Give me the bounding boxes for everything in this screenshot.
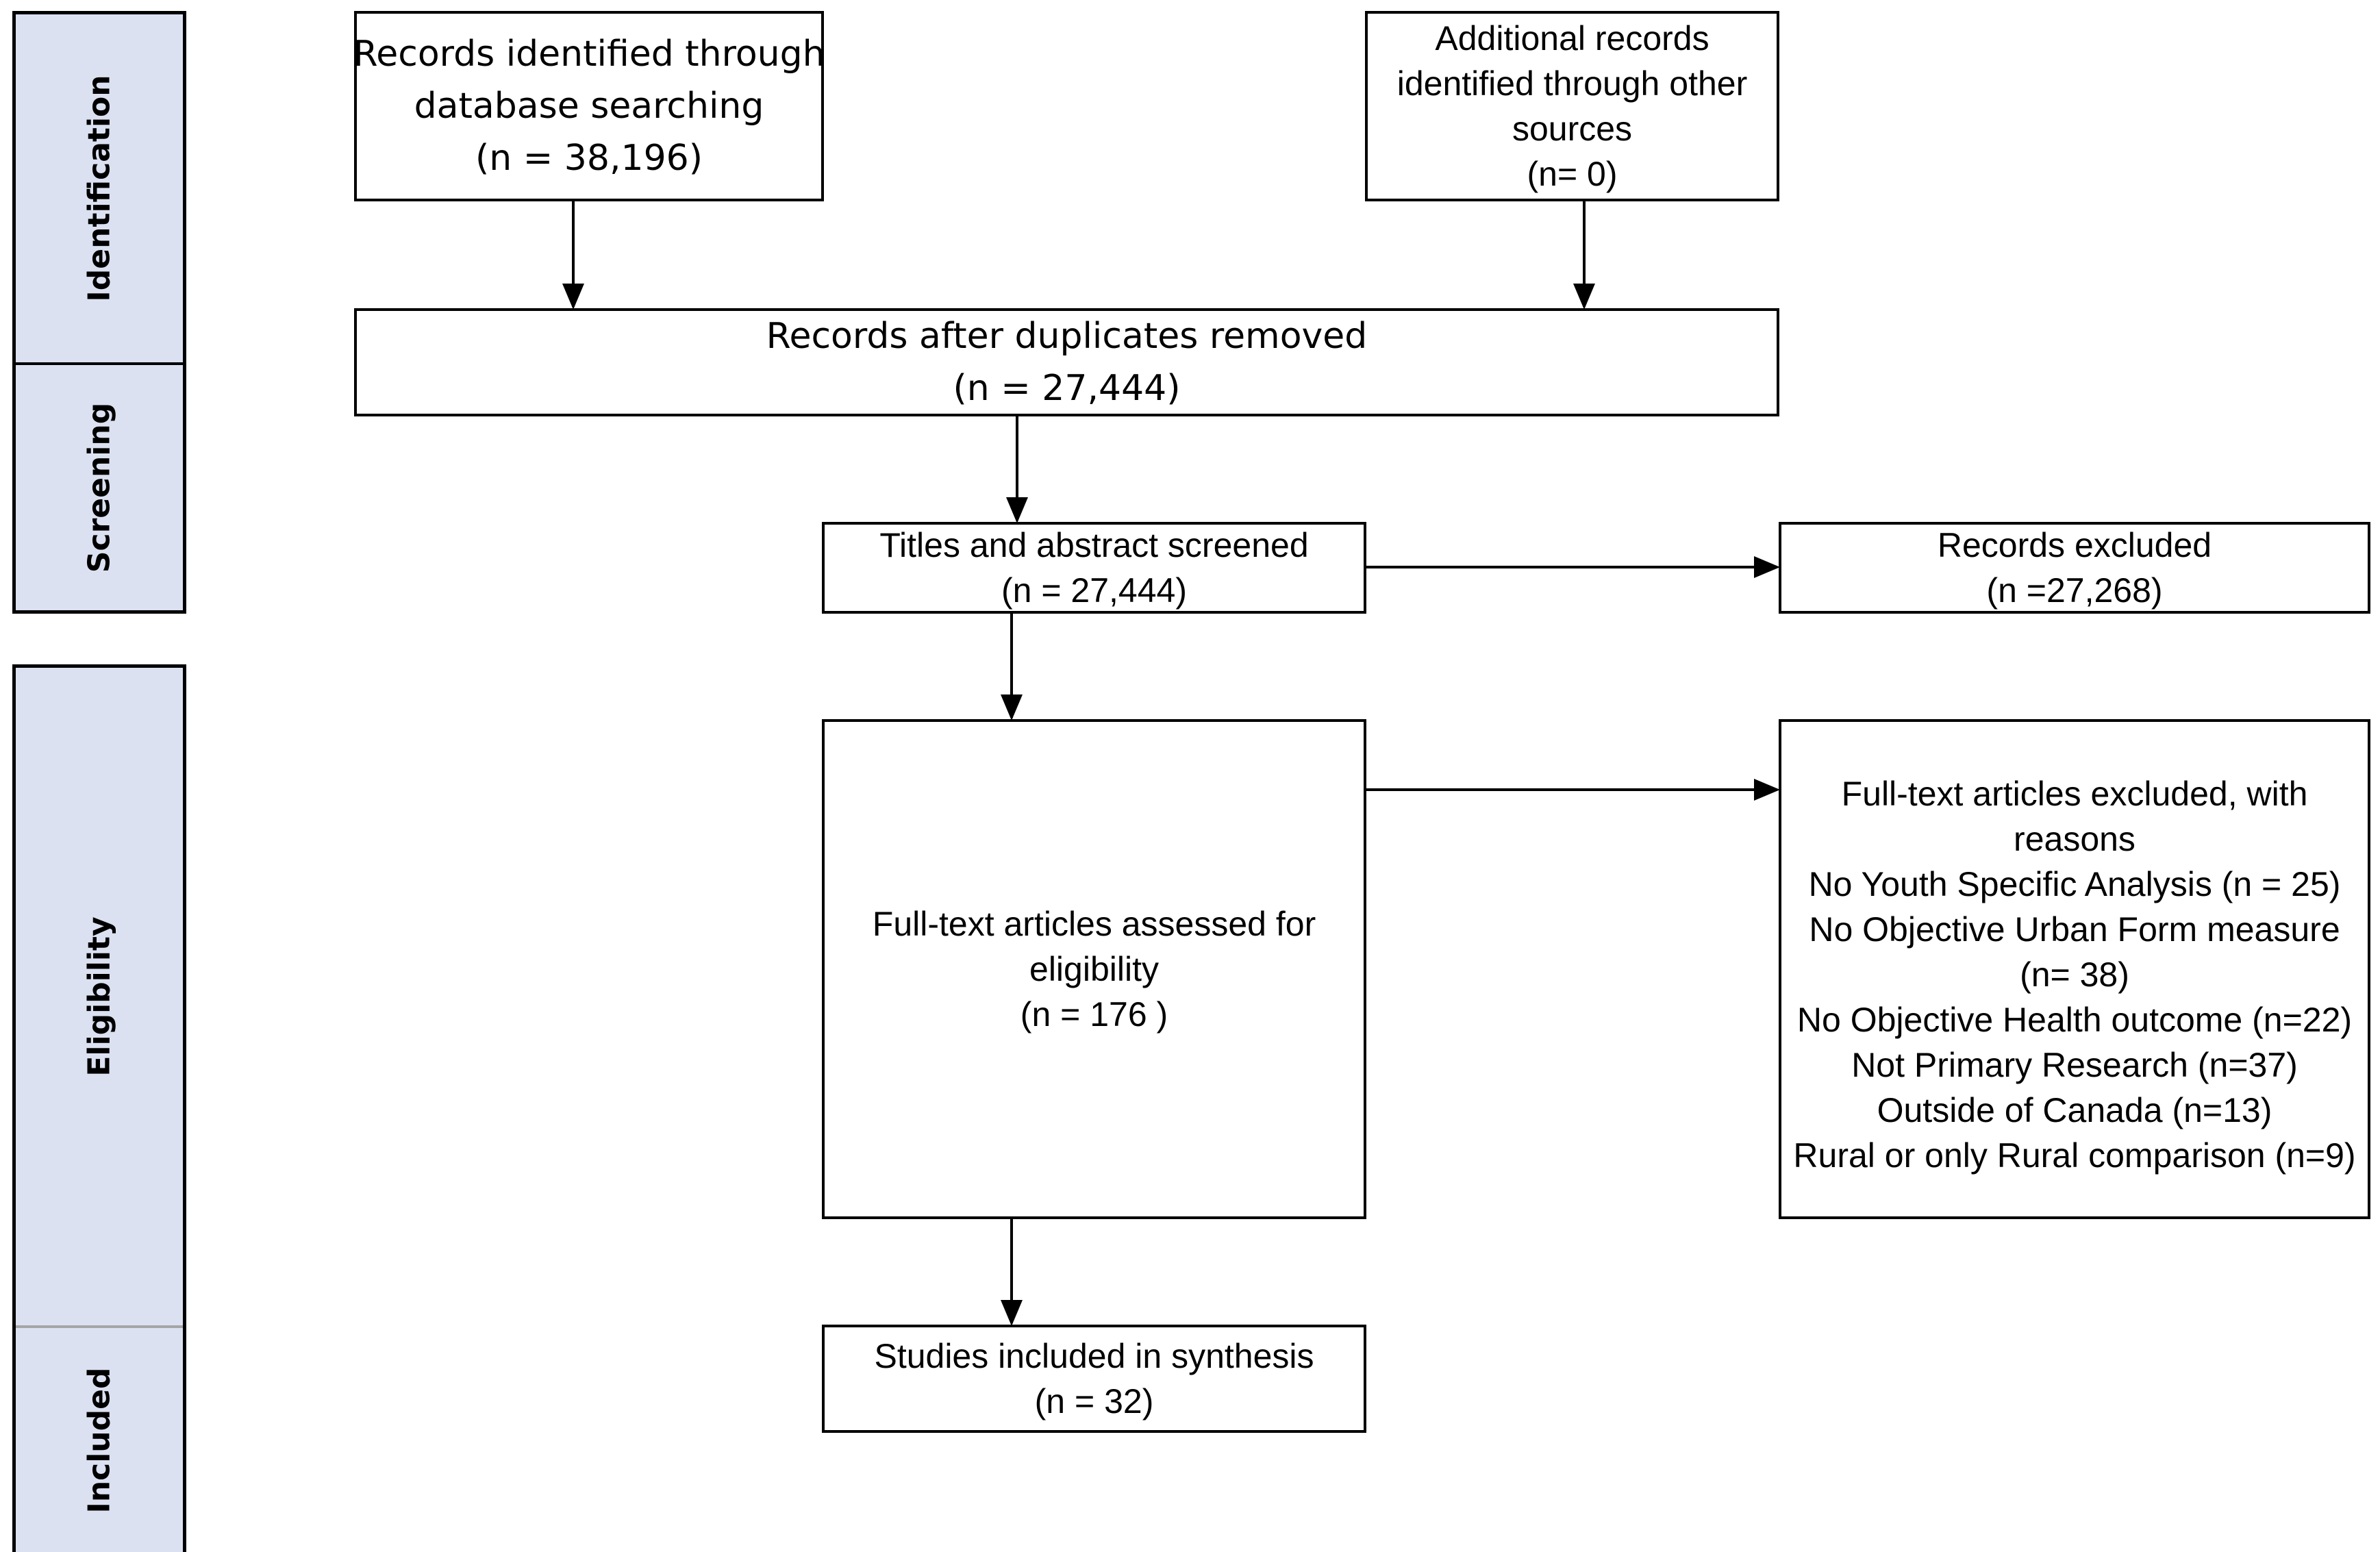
box-text-line: No Objective Urban Form measure [1809,910,2340,949]
box-text-line: sources [1512,110,1633,148]
box-text-line: Titles and abstract screened [879,526,1309,564]
box-text-line: (n =27,268) [1986,571,2163,610]
box-text-line: (n= 38) [2020,955,2129,994]
box-text-line: (n = 32) [1034,1382,1154,1420]
stage-tab-top: Identification Screening [12,11,186,614]
box-text-line: reasons [2014,820,2135,858]
box-titles-screened: Titles and abstract screened (n = 27,444… [822,522,1366,614]
box-text-line: (n = 27,444) [1001,571,1188,610]
box-text-line: (n = 176 ) [1020,995,1168,1034]
stage-divider [16,362,183,365]
box-text-line: Rural or only Rural comparison (n=9) [1793,1136,2356,1175]
box-text-line: database searching [414,86,764,127]
box-studies-included: Studies included in synthesis (n = 32) [822,1325,1366,1433]
box-text-line: identified through other [1396,64,1748,103]
box-text-line: eligibility [1029,950,1159,988]
arrowhead [1754,556,1780,578]
arrowhead [1754,779,1780,801]
box-text-line: Full-text articles excluded, with [1841,775,2308,813]
arrowhead [1006,497,1028,523]
box-text-line: Records after duplicates removed [766,316,1368,357]
box-fulltext-assessed: Full-text articles assessed for eligibil… [822,719,1366,1219]
box-text-line: (n= 0) [1527,155,1618,193]
stage-divider [16,1325,183,1328]
arrowhead [562,284,584,310]
box-text-line: No Youth Specific Analysis (n = 25) [1808,865,2341,903]
box-fulltext-excluded: Full-text articles excluded, with reason… [1779,719,2370,1219]
box-database-records: Records identified through database sear… [353,11,825,201]
box-other-sources: Additional records identified through ot… [1365,11,1779,201]
box-text-line: Studies included in synthesis [874,1337,1314,1375]
box-text-line: (n = 38,196) [475,138,703,179]
arrowhead [1001,1300,1023,1326]
stage-tab-bottom: Eligibility Included [12,664,186,1552]
box-text-line: (n = 27,444) [953,368,1181,409]
arrowhead [1001,694,1023,721]
box-records-excluded: Records excluded (n =27,268) [1779,522,2370,614]
box-text-line: No Objective Health outcome (n=22) [1796,1001,2353,1039]
box-text-line: Additional records [1435,19,1709,58]
arrowhead [1573,284,1595,310]
box-text-line: Outside of Canada (n=13) [1877,1091,2272,1129]
box-text-line: Full-text articles assessed for [872,905,1316,943]
box-text-line: Records identified through [353,34,825,75]
box-text-line: Not Primary Research (n=37) [1851,1046,2298,1084]
box-duplicates-removed: Records after duplicates removed (n = 27… [354,308,1779,416]
box-text-line: Records excluded [1937,526,2212,564]
